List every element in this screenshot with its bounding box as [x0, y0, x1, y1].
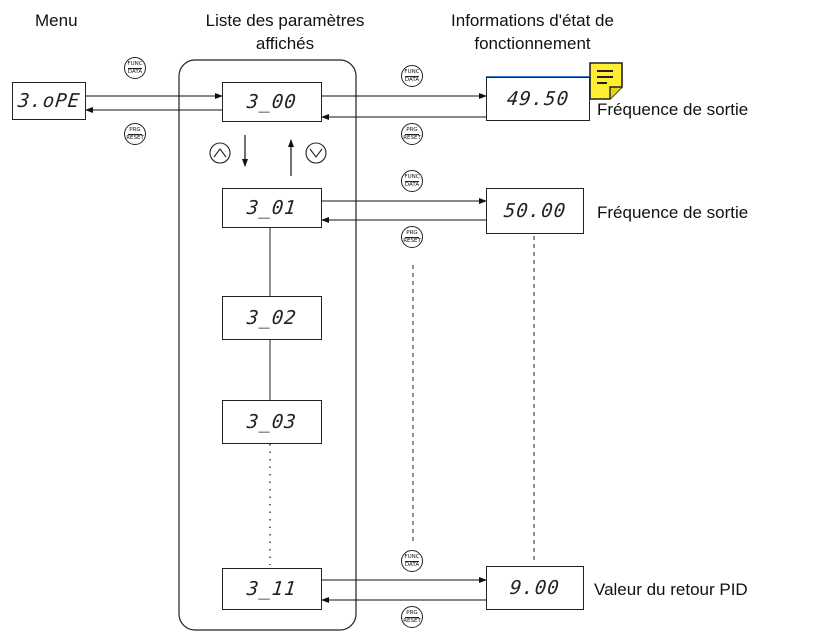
key-label-bottom: RESET: [403, 238, 421, 244]
parameter-display-text: 3_01: [245, 197, 299, 219]
status-label-3: Valeur du retour PID: [594, 580, 748, 599]
key-label-bottom: RESET: [403, 135, 421, 141]
menu-display: 3.oPE: [12, 82, 86, 120]
func-data-key-icon: FUNC DATA: [124, 57, 146, 79]
menu-header: Menu: [35, 11, 78, 30]
func-data-key-icon: FUNC DATA: [401, 550, 423, 572]
sticky-note-icon[interactable]: [588, 61, 626, 101]
parameter-display-text: 3_00: [245, 91, 299, 113]
prg-reset-key-icon: PRG RESET: [401, 123, 423, 145]
func-data-key-icon: FUNC DATA: [401, 65, 423, 87]
key-label-bottom: DATA: [404, 77, 420, 83]
menu-display-text: 3.oPE: [16, 90, 82, 112]
key-label-top: PRG: [406, 127, 418, 133]
key-label-bottom: RESET: [403, 618, 421, 624]
key-label-top: FUNC: [404, 69, 420, 75]
parameter-display-3-01: 3_01: [222, 188, 322, 228]
parameter-display-3-02: 3_02: [222, 296, 322, 340]
prg-reset-key-icon: PRG RESET: [401, 226, 423, 248]
key-label-bottom: DATA: [127, 69, 143, 75]
status-display-text: 9.00: [508, 577, 562, 599]
parameter-display-3-03: 3_03: [222, 400, 322, 444]
key-label-top: FUNC: [404, 174, 420, 180]
func-data-key-icon: FUNC DATA: [401, 170, 423, 192]
prg-reset-key-icon: PRG RESET: [401, 606, 423, 628]
parameter-list-frame: [178, 59, 357, 631]
status-label-2: Fréquence de sortie: [597, 203, 749, 222]
key-label-bottom: DATA: [404, 182, 420, 188]
parameter-list-header-line1: Liste des paramètres: [205, 11, 365, 30]
status-display-1: 49.50: [486, 77, 590, 121]
key-label-bottom: RESET: [126, 135, 144, 141]
up-arrow-key-icon: [209, 142, 231, 164]
parameter-list-header-line2: affichés: [255, 34, 315, 53]
prg-reset-key-icon: PRG RESET: [124, 123, 146, 145]
status-display-3: 9.00: [486, 566, 584, 610]
status-display-2: 50.00: [486, 188, 584, 234]
parameter-display-text: 3_11: [245, 578, 299, 600]
key-label-top: FUNC: [404, 554, 420, 560]
down-arrow-key-icon: [305, 142, 327, 164]
key-label-top: PRG: [406, 230, 418, 236]
status-info-header-line1: Informations d'état de: [451, 11, 614, 30]
key-label-top: FUNC: [127, 61, 143, 67]
parameter-display-text: 3_03: [245, 411, 299, 433]
status-display-text: 50.00: [502, 200, 568, 222]
key-label-top: PRG: [406, 610, 418, 616]
key-label-bottom: DATA: [404, 562, 420, 568]
parameter-display-text: 3_02: [245, 307, 299, 329]
status-display-text: 49.50: [505, 88, 571, 110]
parameter-display-3-11: 3_11: [222, 568, 322, 610]
status-label-1: Fréquence de sortie: [597, 100, 749, 119]
status-info-header-line2: fonctionnement: [474, 34, 591, 53]
parameter-display-3-00: 3_00: [222, 82, 322, 122]
key-label-top: PRG: [129, 127, 141, 133]
